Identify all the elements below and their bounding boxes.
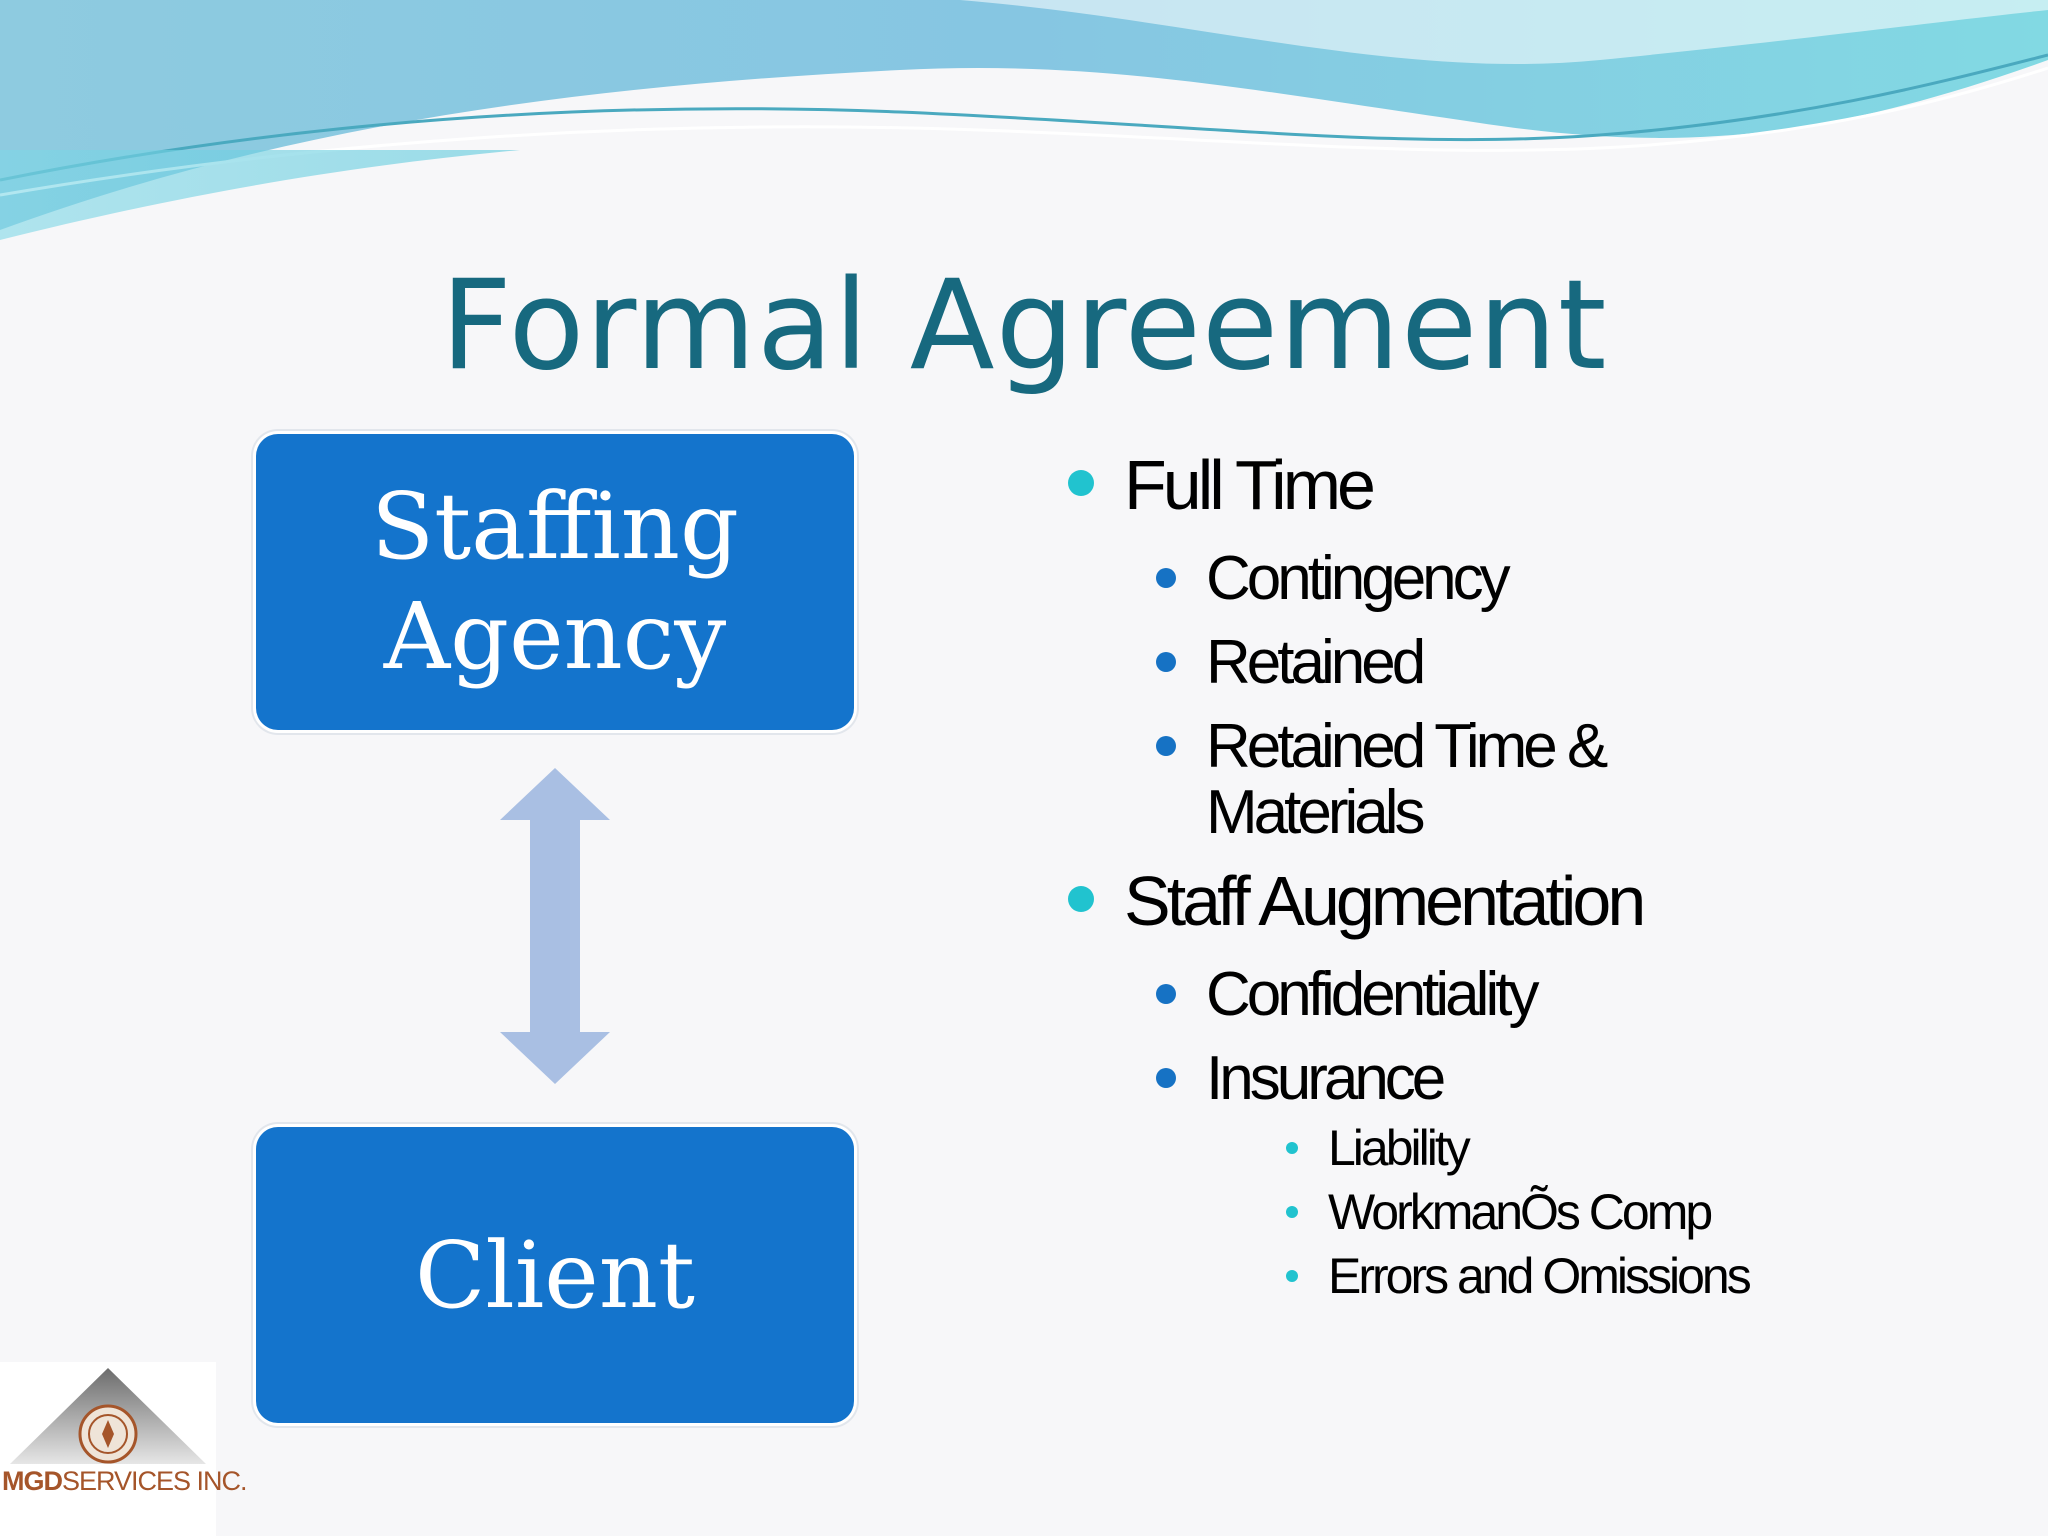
bullet-staff-augmentation: Staff Augmentation — [1060, 858, 2020, 944]
bullet-dot-icon — [1156, 984, 1176, 1004]
client-label: Client — [415, 1221, 695, 1329]
bullet-dot-icon — [1156, 1068, 1176, 1088]
bullet-retained-time-materials: Retained Time & Materials — [1060, 714, 2020, 846]
slide-title: Formal Agreement — [440, 254, 1608, 398]
bullet-full-time: Full Time — [1060, 442, 2020, 528]
staffing-agency-label-line2: Agency — [383, 583, 727, 690]
staffing-agency-box: Staffing Agency — [256, 434, 854, 730]
header-wave-decoration — [0, 0, 2048, 240]
bullet-dot-icon — [1286, 1142, 1298, 1154]
bullet-dot-icon — [1156, 652, 1176, 672]
seal-emblem-icon — [10, 1368, 206, 1464]
bullet-dot-icon — [1286, 1206, 1298, 1218]
bullet-workmans-comp: WorkmanÕs Comp — [1060, 1184, 2020, 1240]
company-logo-text: MGDSERVICES INC. — [2, 1466, 248, 1496]
bullet-dot-icon — [1068, 886, 1094, 912]
bullet-insurance: Insurance — [1060, 1046, 2020, 1112]
bullet-dot-icon — [1068, 470, 1094, 496]
bullet-liability: Liability — [1060, 1120, 2020, 1176]
bullet-errors-omissions: Errors and Omissions — [1060, 1248, 2020, 1304]
bullet-confidentiality: Confidentiality — [1060, 962, 2020, 1028]
bullet-dot-icon — [1156, 736, 1176, 756]
bullet-dot-icon — [1286, 1270, 1298, 1282]
bullet-contingency: Contingency — [1060, 546, 2020, 612]
staffing-agency-label-line1: Staffing — [371, 473, 739, 580]
company-logo — [0, 1362, 216, 1536]
double-headed-vertical-arrow-icon — [500, 768, 610, 1084]
bullet-dot-icon — [1156, 568, 1176, 588]
client-box: Client — [256, 1127, 854, 1423]
bullet-retained: Retained — [1060, 630, 2020, 696]
bullet-list: Full Time Contingency Retained Retained … — [1060, 440, 2020, 1304]
